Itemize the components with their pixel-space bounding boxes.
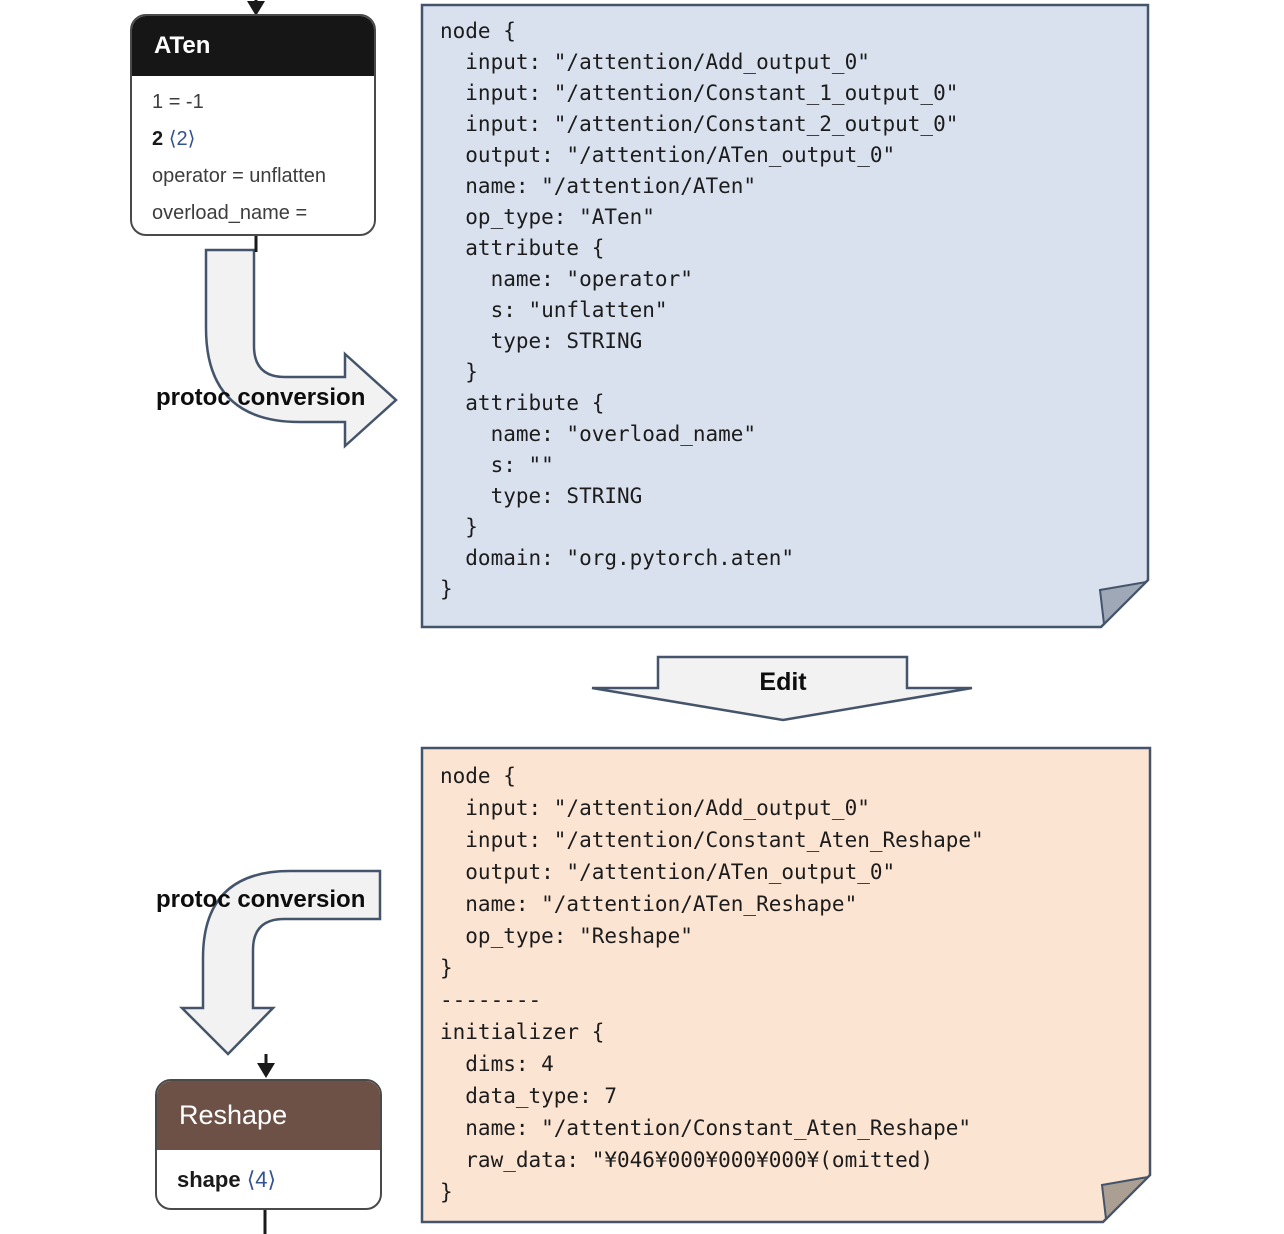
aten-attr-row: operator = unflatten — [152, 158, 354, 195]
reshape-attr-name: shape — [177, 1167, 241, 1192]
aten-attr-value: = unflatten — [232, 165, 327, 187]
aten-node-title: ATen — [132, 16, 374, 76]
aten-attr-name: overload_name — [152, 202, 290, 224]
aten-node-box: ATen 1 = -1 2 ⟨2⟩ operator = unflatten o… — [130, 14, 376, 236]
aten-attr-value: ⟨2⟩ — [168, 128, 196, 150]
aten-attr-name: operator — [152, 165, 227, 187]
reshape-node-attributes: shape ⟨4⟩ — [157, 1150, 380, 1202]
aten-attr-row: 2 ⟨2⟩ — [152, 121, 354, 158]
protoc-conversion-bottom-label: protoc conversion — [156, 886, 366, 913]
protoc-conversion-top-label: protoc conversion — [156, 384, 366, 411]
aten-attr-value: = — [295, 202, 308, 224]
arrowhead-into-aten-icon — [247, 1, 265, 16]
protoc-conversion-top-arrow — [204, 248, 398, 449]
aten-attr-name: 2 — [152, 128, 164, 150]
arrowhead-into-reshape-icon — [257, 1063, 275, 1078]
aten-attr-value: = -1 — [168, 91, 204, 113]
aten-attr-row: 1 = -1 — [152, 84, 354, 121]
aten-attr-row: overload_name = — [152, 195, 354, 232]
reshape-node-title: Reshape — [157, 1081, 380, 1150]
reshape-attr-row: shape ⟨4⟩ — [177, 1158, 360, 1202]
aten-attr-name: 1 — [152, 91, 164, 113]
reshape-attr-value: ⟨4⟩ — [246, 1167, 277, 1192]
proto-blue-code-text: node { input: "/attention/Add_output_0" … — [440, 19, 959, 601]
edit-arrow-label: Edit — [759, 668, 807, 696]
proto-orange-fold-corner — [1100, 1175, 1151, 1222]
reshape-node-box: Reshape shape ⟨4⟩ — [155, 1079, 382, 1210]
proto-orange-code-text: node { input: "/attention/Add_output_0" … — [440, 764, 984, 1204]
edit-down-arrow — [591, 655, 973, 722]
aten-node-attributes: 1 = -1 2 ⟨2⟩ operator = unflatten overlo… — [132, 76, 374, 232]
proto-blue-fold-corner — [1098, 580, 1149, 627]
protoc-conversion-bottom-arrow — [178, 869, 382, 1056]
